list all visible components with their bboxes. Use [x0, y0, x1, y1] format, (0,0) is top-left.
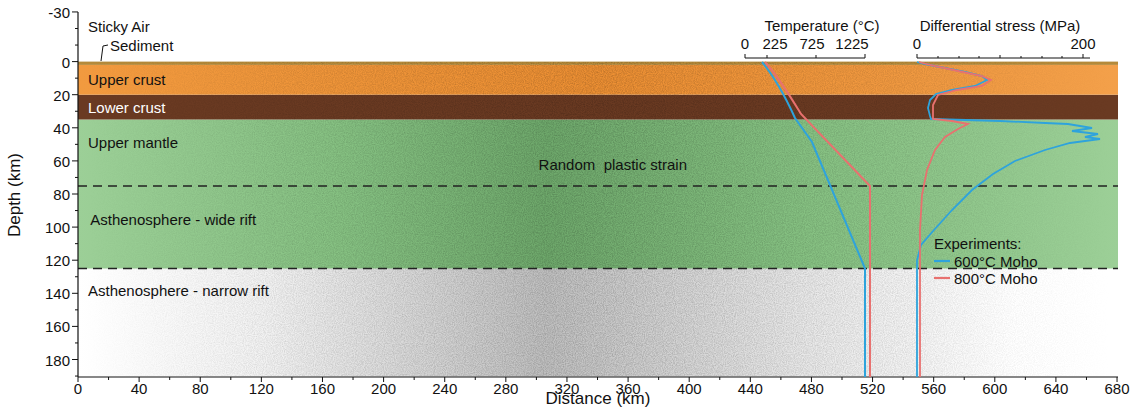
tick-label: 725 — [799, 35, 824, 52]
tick-label: 80 — [192, 380, 209, 397]
layer-label: Upper crust — [88, 70, 166, 87]
layer-label: Lower crust — [88, 98, 166, 115]
tick-label: 160 — [45, 318, 70, 335]
layer-label: Upper mantle — [88, 133, 178, 150]
sediment-band: Sediment — [78, 62, 1118, 65]
tick-label: 20 — [53, 86, 70, 103]
layer-label: Sticky Air — [88, 17, 150, 34]
tick-label: 100 — [45, 219, 70, 236]
tick-label: 200 — [1070, 35, 1095, 52]
legend-text: 800°C Moho — [954, 270, 1038, 287]
tick-label: 280 — [493, 380, 518, 397]
tick-label: 600 — [982, 380, 1007, 397]
tick-label: 225 — [762, 35, 787, 52]
tick-label: 0 — [741, 35, 749, 52]
legend-line — [934, 277, 950, 279]
tick-label: 440 — [738, 380, 763, 397]
tick-label: 200 — [371, 380, 396, 397]
tick-label: 640 — [1043, 380, 1068, 397]
tick-label: 0 — [74, 380, 82, 397]
tick-label: 320 — [554, 380, 579, 397]
tick-label: 160 — [310, 380, 335, 397]
tick-label: 0 — [62, 53, 70, 70]
tick-label: 360 — [616, 380, 641, 397]
upper-crust-band: Upper crust — [78, 65, 1118, 95]
axis-title: Differential stress (MPa) — [920, 17, 1081, 34]
tick-label: 120 — [249, 380, 274, 397]
tick-label: 40 — [53, 119, 70, 136]
axis-title: Depth (km) — [6, 153, 23, 237]
legend-text: 600°C Moho — [954, 253, 1038, 270]
tick-label: 40 — [131, 380, 148, 397]
tick-label: -30 — [48, 3, 70, 20]
tick-label: 120 — [45, 252, 70, 269]
tick-label: 560 — [921, 380, 946, 397]
layer-label: Asthenosphere - narrow rift — [88, 282, 269, 299]
tick-label: 180 — [45, 351, 70, 368]
layer-label: Sediment — [110, 36, 173, 53]
tick-label: 1225 — [835, 35, 868, 52]
tick-label: 140 — [45, 285, 70, 302]
legend-line — [934, 260, 950, 262]
tick-label: 480 — [799, 380, 824, 397]
tick-label: 680 — [1105, 380, 1130, 397]
axis-title: Temperature (°C) — [764, 17, 879, 34]
tick-label: 80 — [53, 186, 70, 203]
tick-label: 400 — [677, 380, 702, 397]
tick-label: 60 — [53, 152, 70, 169]
layer-label: Asthenosphere - wide rift — [90, 210, 256, 227]
lower-crust-band: Lower crust — [78, 95, 1118, 120]
tick-label: 0 — [913, 35, 921, 52]
region-label: Random plastic strain — [539, 156, 687, 173]
tick-label: 520 — [860, 380, 885, 397]
tick-label: 240 — [432, 380, 457, 397]
legend-title: Experiments: — [934, 235, 1022, 252]
